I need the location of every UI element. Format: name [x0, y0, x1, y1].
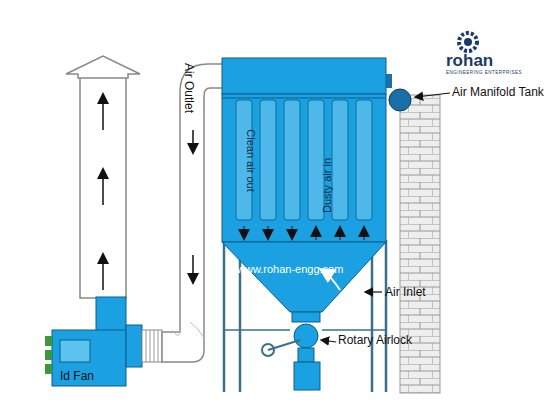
callout-label: Air Manifold Tank: [452, 86, 544, 98]
logo-subtext: ENGINEERING ENTERPRISES: [446, 71, 522, 76]
flow-label: Clean air out: [245, 129, 256, 191]
callout-label: Air Inlet: [385, 286, 426, 298]
watermark: www.rohan-engg.com: [237, 264, 343, 275]
callout-label: Rotary Airlock: [338, 334, 412, 346]
equipment-label: Id Fan: [60, 370, 94, 382]
logo-text: rohan: [446, 52, 493, 69]
callout-label: Air Outlet: [183, 63, 195, 113]
flow-label: Dusty air in: [323, 157, 334, 212]
